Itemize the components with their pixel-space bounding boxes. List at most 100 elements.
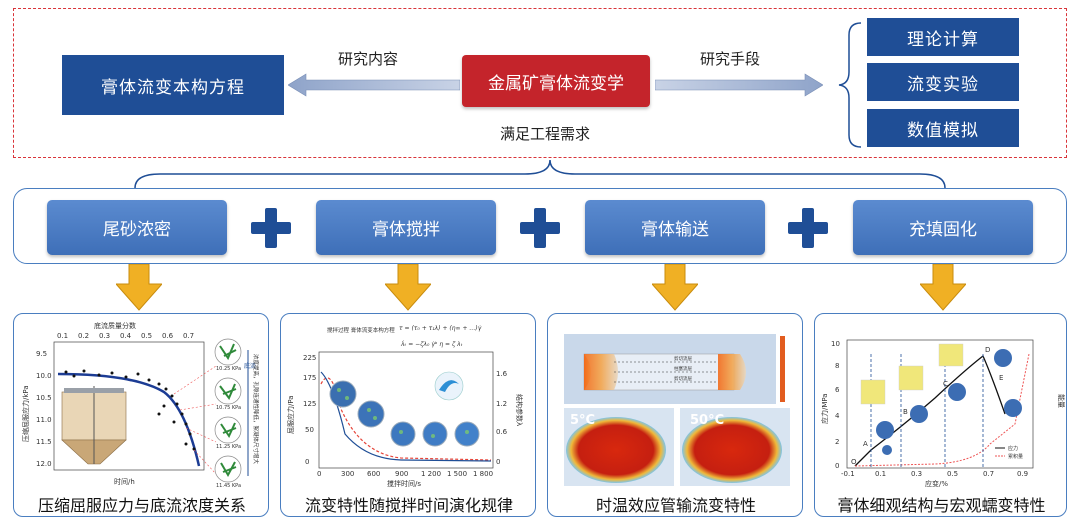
svg-text:0: 0 <box>496 458 500 466</box>
svg-text:0: 0 <box>317 470 321 478</box>
engineering-requirement-label: 满足工程需求 <box>500 125 591 143</box>
cross-section-50c <box>682 417 782 483</box>
x-axis-label: 时间/h <box>114 477 135 486</box>
legend: 应力 累积量 <box>995 445 1023 460</box>
stage-paste-transport: 膏体输送 <box>585 200 765 255</box>
temp-5c-label: 5°C <box>570 413 595 428</box>
svg-text:剪切流层: 剪切流层 <box>674 375 692 382</box>
svg-text:累积量: 累积量 <box>1008 453 1023 460</box>
temp-50c-label: 50°C <box>690 413 724 428</box>
y-tick-labels: 0 50 125 175 225 <box>303 354 316 466</box>
svg-text:50: 50 <box>305 426 314 434</box>
data-points <box>64 369 196 451</box>
y2-axis-label: 结构参数λ <box>515 394 524 426</box>
y-tick-labels: 0 2 4 6 8 10 <box>831 340 840 470</box>
panel-mixing: 搅拌过程 膏体流变本构方程 τ = (τ₀ + τ₁λ) + (η∞ + …)γ… <box>280 313 536 517</box>
stage-paste-mixing: 膏体搅拌 <box>316 200 496 255</box>
svg-text:柱塞流层: 柱塞流层 <box>674 365 692 372</box>
svg-text:300: 300 <box>341 470 354 478</box>
svg-text:0.1: 0.1 <box>875 470 886 478</box>
stage-backfill-curing: 充填固化 <box>853 200 1033 255</box>
mixing-evolution-chart: 搅拌过程 膏体流变本构方程 τ = (τ₀ + τ₁λ) + (η∞ + …)γ… <box>286 325 524 488</box>
method-experiment-box: 流变实验 <box>867 63 1019 101</box>
central-topic-box: 金属矿膏体流变学 <box>462 55 650 107</box>
svg-text:11.45 KPa: 11.45 KPa <box>216 483 241 489</box>
yield-stress-curve <box>320 377 492 461</box>
method-simulation-box: 数值模拟 <box>867 109 1019 147</box>
bubble-labels: 10.25 KPa 10.75 KPa 11.25 KPa 11.45 KPa <box>216 366 241 489</box>
right-arrow <box>655 73 823 97</box>
panel-curing: 应力/MPa 能量 0 2 4 6 8 10 -0.1 0.1 0.3 0.5 … <box>814 313 1067 517</box>
svg-text:11.5: 11.5 <box>36 438 52 446</box>
svg-text:1 800: 1 800 <box>473 470 493 478</box>
panel-caption: 膏体细观结构与宏观蠕变特性 <box>837 496 1046 515</box>
svg-text:0.2: 0.2 <box>78 332 89 340</box>
svg-text:0: 0 <box>835 462 839 470</box>
micro-images <box>860 343 964 405</box>
svg-text:11.0: 11.0 <box>36 416 52 424</box>
svg-text:剪切流层: 剪切流层 <box>674 355 692 362</box>
svg-text:1 200: 1 200 <box>421 470 441 478</box>
point-labels: O A B C D E <box>851 346 1003 466</box>
constitutive-formula: τ = (τ₀ + τ₁λ) + (η∞ + …)γ̇ λ̇ₜ = −ζλ₀ γ… <box>399 325 482 348</box>
svg-text:2: 2 <box>835 438 839 446</box>
svg-text:0.5: 0.5 <box>947 470 958 478</box>
flow-layer-lines <box>614 361 718 383</box>
y-axis-label: 应力/MPa <box>820 393 829 424</box>
svg-text:11.25 KPa: 11.25 KPa <box>216 444 241 450</box>
mixer-logo-icon <box>434 371 464 401</box>
link-lines <box>173 365 217 475</box>
svg-text:1 500: 1 500 <box>447 470 467 478</box>
svg-text:8: 8 <box>835 362 839 370</box>
down-arrow-icon <box>652 264 698 311</box>
process-header: 搅拌过程 膏体流变本构方程 <box>327 326 395 334</box>
svg-text:10.75 KPa: 10.75 KPa <box>216 405 241 411</box>
svg-text:C: C <box>943 380 948 388</box>
structure-parameter-curve <box>320 371 492 462</box>
creep-chart: 应力/MPa 能量 0 2 4 6 8 10 -0.1 0.1 0.3 0.5 … <box>820 339 1066 488</box>
svg-text:1.6: 1.6 <box>496 370 508 378</box>
svg-text:10.0: 10.0 <box>36 372 52 380</box>
svg-text:6: 6 <box>835 386 840 394</box>
y-axis-label: 压缩屈服应力/kPa <box>21 385 30 442</box>
svg-text:0.9: 0.9 <box>1017 470 1028 478</box>
svg-text:900: 900 <box>395 470 408 478</box>
trend-note: 浓度提高，孔隙连通性降低，絮凝体尺寸增大 <box>252 354 260 465</box>
left-arrow <box>288 73 460 97</box>
svg-text:D: D <box>985 346 990 354</box>
y-axis-label: 屈服应力/Pa <box>286 395 295 434</box>
svg-text:0.1: 0.1 <box>57 332 68 340</box>
svg-text:O: O <box>851 458 857 466</box>
method-theory-box: 理论计算 <box>867 18 1019 56</box>
x-axis-label: 应变/% <box>925 479 948 488</box>
thickener-image <box>61 386 127 465</box>
x-axis-label: 搅拌时间/s <box>387 479 421 488</box>
cross-section-5c <box>566 417 666 483</box>
svg-text:0.7: 0.7 <box>983 470 994 478</box>
pipe-flow-simulation: 剪切流层 柱塞流层 剪切流层 5°C 50°C <box>564 334 790 486</box>
svg-text:λ̇ₜ = −ζλ₀ γ̇ᵇ η = ζ λₜ: λ̇ₜ = −ζλ₀ γ̇ᵇ η = ζ λₜ <box>400 341 463 348</box>
svg-text:0.6: 0.6 <box>162 332 174 340</box>
compressive-yield-chart: 底流质量分数 0.1 0.2 0.3 0.4 0.5 0.6 0.7 9.5 1… <box>21 321 260 489</box>
svg-text:4: 4 <box>835 412 840 420</box>
flow-layer-labels: 剪切流层 柱塞流层 剪切流层 <box>674 355 692 382</box>
microstructure-images <box>329 380 480 447</box>
ct-scan-images <box>876 349 1022 455</box>
down-arrow-icon <box>920 264 966 311</box>
svg-text:9.5: 9.5 <box>36 350 47 358</box>
plus-icon <box>788 208 828 248</box>
method-brace <box>838 22 862 148</box>
stress-curve <box>854 354 1006 467</box>
svg-text:-0.1: -0.1 <box>841 470 855 478</box>
svg-text:10.25 KPa: 10.25 KPa <box>216 366 241 372</box>
plus-icon <box>520 208 560 248</box>
x-tick-labels: 0 300 600 900 1 200 1 500 1 800 <box>317 470 493 478</box>
top-axis-label: 底流质量分数 <box>94 321 136 330</box>
floc-bubbles <box>214 338 242 483</box>
stage-dividers <box>870 354 984 468</box>
svg-text:125: 125 <box>303 400 316 408</box>
constitutive-equation-box: 膏体流变本构方程 <box>62 55 284 115</box>
left-tick-labels: 9.5 10.0 10.5 11.0 11.5 12.0 <box>36 350 52 468</box>
svg-text:10.5: 10.5 <box>36 394 52 402</box>
down-arrow-icon <box>116 264 162 311</box>
